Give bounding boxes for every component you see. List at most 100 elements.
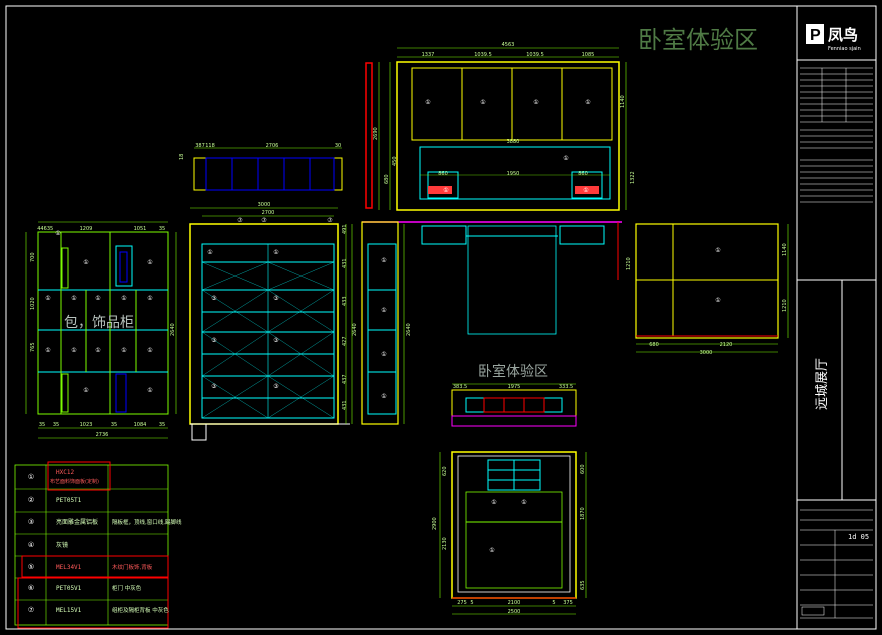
dim-small-top: 2706 (266, 143, 279, 149)
dim-left-v: 2640 (170, 323, 176, 336)
part-mark: ⑦ (261, 217, 267, 224)
legend-code: PET05T1 (56, 497, 82, 504)
wardrobe (189, 207, 350, 441)
right-elevation (635, 223, 789, 353)
dim-small-left-v: 18 (179, 154, 185, 160)
part-mark: ① (715, 297, 720, 304)
legend-mark: ③ (28, 518, 34, 526)
title-main: 卧室体验区 (638, 26, 758, 54)
dim-plan-part: 2100 (508, 600, 521, 606)
dim-plan-right-v: 635 (580, 580, 586, 590)
dim-wardrobe-w2: 2700 (262, 210, 275, 216)
dim-left-bottom-edge: 35 (159, 422, 165, 428)
dim-left-bottom-edge: 35 (111, 422, 117, 428)
top-elevation (365, 47, 627, 211)
part-mark: ③ (211, 383, 216, 390)
side-panel (351, 221, 622, 425)
left-cabinet (25, 221, 177, 439)
brand-logo-icon (806, 24, 824, 44)
dim-bed-seg: 860 (578, 171, 588, 177)
part-mark: ① (147, 387, 152, 394)
dim-side-col: 431 (342, 258, 348, 268)
dim-right-total: 3000 (700, 350, 713, 356)
dim-top-left-v: 2690 (373, 127, 379, 140)
dim-right-v2: 1210 (626, 257, 632, 270)
dim-plan-right-v: 1870 (580, 507, 586, 520)
legend-mark: ④ (28, 541, 34, 549)
dim-left-bottom-edge: 35 (39, 422, 45, 428)
part-mark: ① (533, 99, 538, 106)
dim-wardrobe-h: 2640 (352, 323, 358, 336)
dim-left-top: 1051 (134, 226, 147, 232)
brand-logo-char: P (810, 27, 821, 44)
title-block-lines (800, 67, 873, 619)
legend-code: MEL34V1 (56, 564, 82, 571)
cabinet-label: 包，饰品柜 (64, 315, 134, 331)
part-mark: ① (425, 99, 430, 106)
legend-mark: ② (28, 496, 34, 504)
dim-left-v-part: 765 (30, 342, 36, 352)
part-mark: ① (95, 347, 100, 354)
dim-small-top: 30 (335, 143, 341, 149)
title-mid: 卧室体验区 (478, 363, 548, 380)
sheet-no: 1d 05 (848, 533, 869, 541)
dim-left-total: 2736 (96, 432, 109, 438)
legend-desc: 隔板框，顶线,窗口线,踢脚线 (112, 518, 182, 526)
part-mark: ① (491, 499, 496, 506)
legend-code: 灰镜 (56, 541, 68, 549)
dim-plan-v: 2900 (432, 517, 438, 530)
dim-plan-part: 275 (457, 600, 467, 606)
title-block-mark (801, 606, 825, 616)
dim-left-bottom: 1023 (80, 422, 93, 428)
dim-plan-part: 5 (470, 600, 473, 606)
part-mark: ③ (273, 383, 278, 390)
dim-top-part: 1337 (422, 52, 435, 58)
part-mark: ③ (211, 295, 216, 302)
dim-top-part: 1085 (582, 52, 595, 58)
sheet-side-text: 远城展厅 (815, 358, 830, 410)
part-mark: ③ (273, 295, 278, 302)
dim-right-bottom: 680 (649, 342, 659, 348)
dim-small-top: 387 (195, 143, 205, 149)
part-mark: ① (563, 155, 568, 162)
dim-left-bottom-edge: 35 (53, 422, 59, 428)
part-mark: ① (585, 99, 590, 106)
small-shelf (193, 147, 343, 191)
dim-right-v: 1140 (782, 243, 788, 256)
dim-side-col: 491 (342, 224, 348, 234)
part-mark: ① (121, 347, 126, 354)
legend-code: 亮面雕金属铝板 (56, 518, 98, 526)
brand-name: 凤鸟 (828, 26, 858, 44)
part-mark: ① (381, 307, 386, 314)
part-mark: ⑦ (327, 217, 333, 224)
dim-side-col: 433 (342, 296, 348, 306)
part-mark: ① (83, 387, 88, 394)
legend-desc: 木纹门板饰,背板 (112, 563, 153, 571)
dim-right-v: 1210 (782, 299, 788, 312)
dim-top-left-v3: 450 (392, 156, 398, 166)
dim-top-right-v: 1140 (620, 95, 626, 108)
part-mark: ① (273, 249, 278, 256)
dim-left-top: 35 (47, 226, 53, 232)
part-mark: ① (207, 249, 212, 256)
dim-wardrobe-w1: 3000 (258, 202, 271, 208)
dim-top-right-v2: 1322 (630, 171, 636, 184)
part-mark: ① (715, 247, 720, 254)
legend-mark: ⑦ (28, 606, 34, 614)
part-mark: ① (71, 295, 76, 302)
part-mark: ① (83, 259, 88, 266)
dim-left-top: 1209 (80, 226, 93, 232)
legend-mark: ⑥ (28, 584, 34, 592)
legend-code: PET05V1 (56, 585, 82, 592)
dim-plan-v-part: 620 (442, 466, 448, 476)
dim-side-v: 2640 (406, 323, 412, 336)
dim-left-v-part: 700 (30, 252, 36, 262)
dim-bed-w: 3880 (507, 139, 520, 145)
part-mark: ① (583, 187, 588, 194)
dim-plan-part: 5 (552, 600, 555, 606)
dim-bed-seg: 1950 (507, 171, 520, 177)
part-mark: ③ (211, 337, 216, 344)
dim-mid-part: 383.5 (453, 384, 467, 390)
